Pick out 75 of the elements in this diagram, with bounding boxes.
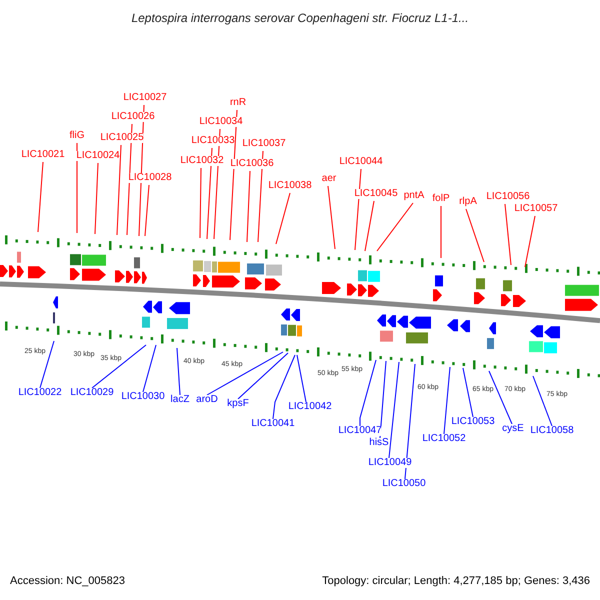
leader-line <box>200 168 202 238</box>
gene-label: LIC10024 <box>76 151 120 161</box>
leader-line <box>504 204 512 266</box>
gene-label: LIC10045 <box>354 189 398 199</box>
leader-line <box>462 368 474 418</box>
gene-label: LIC10053 <box>451 417 495 427</box>
gene-label: pntA <box>404 191 424 201</box>
leader-line <box>272 354 296 420</box>
leader-line <box>296 354 306 402</box>
gene-label: LIC10028 <box>128 173 172 183</box>
leader-line <box>354 168 362 250</box>
gene-label: LIC10022 <box>18 388 62 398</box>
leader-line <box>144 184 150 236</box>
genome-summary: Topology: circular; Length: 4,277,185 bp; Genes: 3,436 <box>322 576 590 587</box>
leader-line <box>380 360 386 438</box>
leader-line <box>176 348 180 396</box>
gene-label: LIC10029 <box>70 388 114 398</box>
leader-line <box>258 150 264 242</box>
gene-label: hisS <box>369 438 389 448</box>
leader-line <box>466 208 484 262</box>
leader-line <box>116 144 122 236</box>
gene-label: LIC10025 <box>100 133 144 143</box>
leader-line <box>246 170 250 242</box>
gene-label: cysE <box>502 424 524 434</box>
gene-label: LIC10038 <box>268 181 312 191</box>
gene-label: LIC10050 <box>382 479 426 489</box>
leader-line <box>376 202 414 252</box>
leader-line <box>440 206 442 258</box>
gene-label: LIC10056 <box>486 192 530 202</box>
leader-line <box>76 142 78 234</box>
leader-line <box>444 366 450 434</box>
leader-line <box>94 162 98 234</box>
gene-label: aroD <box>196 395 218 405</box>
gene-label: LIC10052 <box>422 434 466 444</box>
gene-label: lacZ <box>170 395 190 405</box>
gene-label: LIC10049 <box>368 458 412 468</box>
gene-label: folP <box>432 194 450 204</box>
gene-label: kpsF <box>227 399 249 409</box>
leader-line <box>40 340 54 388</box>
gene-label: rnR <box>230 98 246 108</box>
gene-label: LIC10058 <box>530 426 574 436</box>
gene-label: LIC10032 <box>180 156 224 166</box>
leader-line <box>142 344 156 392</box>
leader-line <box>360 360 376 426</box>
leader-line <box>532 376 552 426</box>
map-title: Leptospira interrogans serovar Copenhageni str. Fiocruz L1-1... <box>131 12 469 24</box>
gene-label: LIC10030 <box>121 392 165 402</box>
leader-line <box>206 352 284 396</box>
leader-line <box>276 192 290 244</box>
leader-line <box>388 362 400 458</box>
gene-label: LIC10057 <box>514 204 558 214</box>
gene-label: LIC10042 <box>288 402 332 412</box>
gene-label: LIC10026 <box>111 112 155 122</box>
gene-label: rlpA <box>459 197 477 207</box>
leader-line <box>238 352 288 400</box>
leader-line <box>524 216 536 268</box>
gene-label: LIC10034 <box>199 117 243 127</box>
leader-line <box>206 148 212 240</box>
gene-label: LIC10036 <box>230 159 274 169</box>
gene-label: fliG <box>70 131 84 141</box>
leader-line <box>364 200 374 252</box>
gene-label: LIC10037 <box>242 139 286 149</box>
leader-line <box>38 162 44 232</box>
gene-label: LIC10021 <box>21 150 65 160</box>
leader-line <box>92 344 146 388</box>
gene-label: LIC10033 <box>191 136 235 146</box>
gene-label: LIC10044 <box>339 157 383 167</box>
gene-label: LIC10047 <box>338 426 382 436</box>
leader-line <box>488 370 512 424</box>
accession-note: Accession: NC_005823 <box>10 576 125 587</box>
gene-label: LIC10041 <box>251 419 295 429</box>
leader-line <box>404 364 416 480</box>
gene-label: LIC10027 <box>123 93 167 103</box>
leader-line <box>328 186 336 250</box>
gene-label: aer <box>322 174 336 184</box>
